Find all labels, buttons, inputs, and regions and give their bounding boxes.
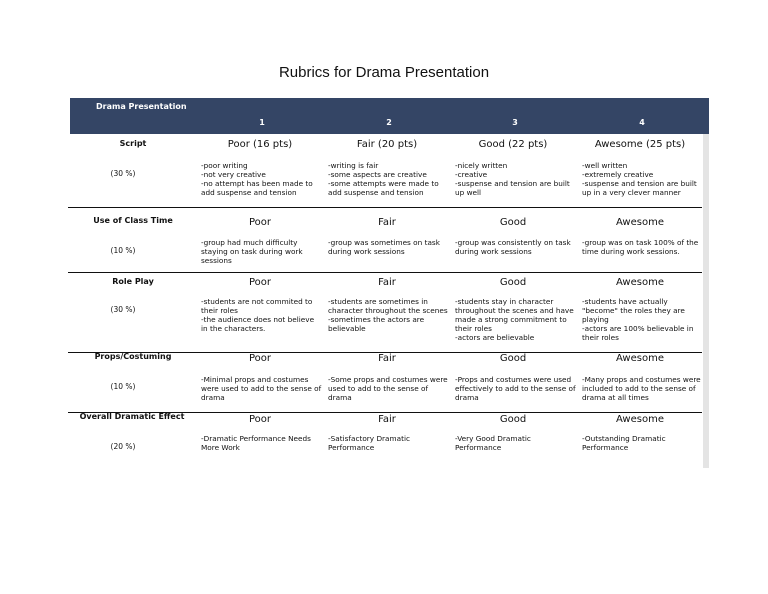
level-description: -poor writing -not very creative -no att…	[201, 161, 313, 197]
level-label: Poor	[248, 414, 272, 425]
level-description: -group had much difficulty staying on ta…	[201, 238, 303, 265]
level-description: -Minimal props and costumes were used to…	[201, 375, 322, 402]
criterion-weight: (20 %)	[110, 442, 136, 451]
header-level-2: 2	[386, 118, 392, 127]
level-description: -group was on task 100% of the time duri…	[582, 238, 699, 256]
criterion-weight: (10 %)	[110, 382, 136, 391]
criterion-label: Use of Class Time	[93, 216, 173, 225]
level-label: Fair (20 pts)	[356, 139, 418, 150]
level-label: Good	[499, 353, 527, 364]
row-divider	[68, 412, 702, 413]
row-divider	[68, 272, 702, 273]
criterion-label: Overall Dramatic Effect	[79, 412, 185, 421]
rubric-header: Drama Presentation 1 2 3 4	[70, 98, 709, 134]
criterion-weight: (30 %)	[110, 169, 136, 178]
level-label: Awesome (25 pts)	[594, 139, 686, 150]
header-level-4: 4	[639, 118, 645, 127]
level-label: Fair	[378, 277, 396, 288]
level-description: -Satisfactory Dramatic Performance	[328, 434, 411, 452]
level-label: Poor (16 pts)	[227, 139, 293, 150]
level-label: Good	[499, 217, 527, 228]
page-title: Rubrics for Drama Presentation	[278, 64, 490, 81]
level-label: Good	[499, 414, 527, 425]
header-level-3: 3	[512, 118, 518, 127]
level-description: -well written -extremely creative -suspe…	[582, 161, 697, 197]
criterion-weight: (30 %)	[110, 305, 136, 314]
level-description: -Dramatic Performance Needs More Work	[201, 434, 311, 452]
criterion-label: Props/Costuming	[94, 352, 172, 361]
level-label: Fair	[378, 414, 396, 425]
level-label: Awesome	[616, 217, 664, 228]
level-description: -Props and costumes were used effectivel…	[455, 375, 576, 402]
level-label: Poor	[248, 353, 272, 364]
level-label: Good	[499, 277, 527, 288]
level-label: Awesome	[616, 277, 664, 288]
level-label: Awesome	[616, 353, 664, 364]
level-label: Poor	[248, 217, 272, 228]
level-label: Poor	[248, 277, 272, 288]
criterion-weight: (10 %)	[110, 246, 136, 255]
scrollbar[interactable]	[703, 134, 709, 468]
criterion-label: Script	[119, 139, 147, 148]
row-divider	[68, 352, 702, 353]
header-level-1: 1	[259, 118, 265, 127]
header-label: Drama Presentation	[96, 102, 187, 111]
level-description: -students are sometimes in character thr…	[328, 297, 448, 333]
level-label: Good (22 pts)	[478, 139, 548, 150]
criterion-label: Role Play	[112, 277, 154, 286]
level-label: Awesome	[616, 414, 664, 425]
level-description: -group was consistently on task during w…	[455, 238, 571, 256]
level-label: Fair	[378, 353, 396, 364]
level-description: -students are not commited to their role…	[201, 297, 315, 333]
level-description: -Many props and costumes were included t…	[582, 375, 701, 402]
level-description: -Some props and costumes were used to ad…	[328, 375, 448, 402]
level-description: -group was sometimes on task during work…	[328, 238, 440, 256]
level-description: -Very Good Dramatic Performance	[455, 434, 531, 452]
level-description: -students stay in character throughout t…	[455, 297, 574, 342]
row-divider	[68, 207, 702, 208]
level-description: -nicely written -creative -suspense and …	[455, 161, 570, 197]
level-label: Fair	[378, 217, 396, 228]
level-description: -Outstanding Dramatic Performance	[582, 434, 666, 452]
level-description: -writing is fair -some aspects are creat…	[328, 161, 439, 197]
level-description: -students have actually "become" the rol…	[582, 297, 694, 342]
